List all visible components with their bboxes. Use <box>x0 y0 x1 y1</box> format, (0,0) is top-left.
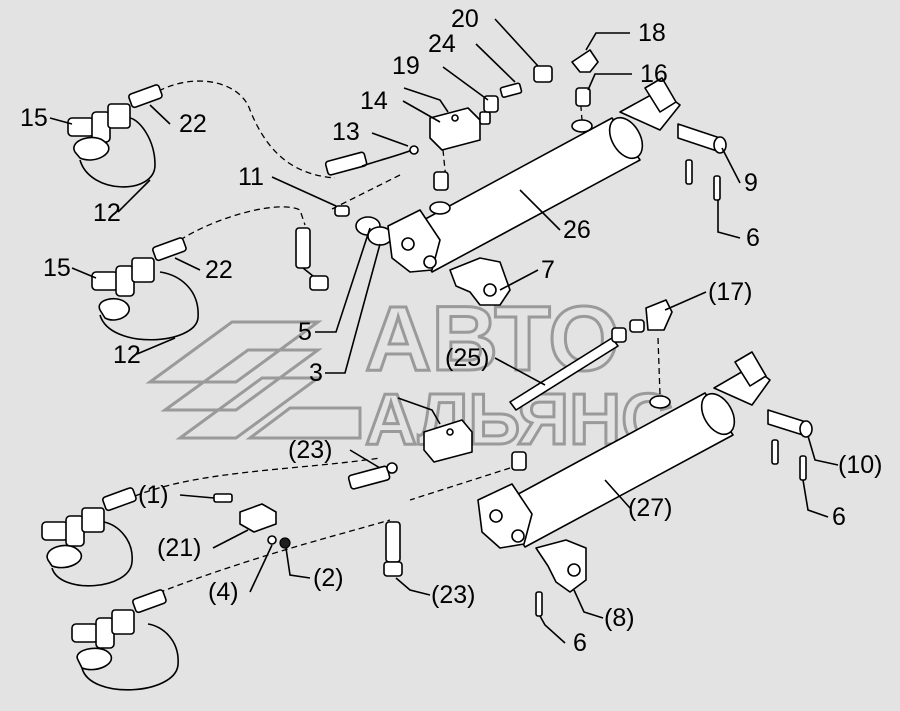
tube-25 <box>509 319 645 411</box>
callout-22-upper: 22 <box>179 110 207 138</box>
callout-25: (25) <box>445 344 489 372</box>
callout-12-upper: 12 <box>93 199 121 227</box>
callout-11: 11 <box>238 163 264 191</box>
cylinder-26 <box>387 77 681 273</box>
split-pins-6-lower <box>771 439 807 481</box>
nut-2 <box>279 537 291 549</box>
valve-block-14 <box>403 87 491 151</box>
callout-2: (2) <box>313 564 344 592</box>
coupler-15-upper <box>67 84 163 188</box>
hose-fitting-23-lower <box>383 521 403 577</box>
callout-15-upper: 15 <box>20 104 48 132</box>
fittings-19-24-20 <box>483 65 553 113</box>
hose-fitting-13 <box>324 145 419 176</box>
valve-block-lower <box>397 397 473 463</box>
callout-17: (17) <box>708 278 752 306</box>
callout-27: (27) <box>628 494 672 522</box>
watermark-emblem <box>145 320 362 440</box>
callout-24: 24 <box>428 30 456 58</box>
callout-23-lower: (23) <box>431 581 475 609</box>
hose-line-cyl2 <box>409 467 511 501</box>
callout-18: 18 <box>638 19 666 47</box>
split-pins-6-upper <box>685 159 721 201</box>
callout-26: 26 <box>563 216 591 244</box>
watermark-logo: АВТО АЛЬЯНС <box>145 287 675 462</box>
callout-7: 7 <box>541 256 555 284</box>
callout-4: (4) <box>208 578 239 606</box>
tee-17 <box>645 299 673 331</box>
callout-15-mid: 15 <box>43 254 71 282</box>
clamp-21 <box>239 503 277 533</box>
callout-22-mid: 22 <box>205 256 233 284</box>
callout-8: (8) <box>604 604 635 632</box>
callout-21: (21) <box>157 534 201 562</box>
elbow-18 <box>571 49 599 73</box>
hose-line-lower <box>134 457 381 497</box>
split-pin-6-bottom <box>535 591 543 617</box>
hose-fitting-5 <box>295 227 329 291</box>
callout-labels: 20 24 18 19 16 14 13 15 22 12 11 9 6 26 … <box>20 5 882 657</box>
fitting-16 <box>575 87 591 107</box>
o-rings-3 <box>355 216 393 246</box>
callout-10: (10) <box>838 451 882 479</box>
leader-lines <box>49 18 839 644</box>
fitting-11 <box>334 205 350 217</box>
callout-13: 13 <box>332 118 360 146</box>
coupler-lower-2 <box>71 589 179 691</box>
callout-19: 19 <box>392 52 420 80</box>
hose-line-bottom <box>139 519 391 601</box>
hose-line-mid <box>179 206 306 241</box>
callout-14: 14 <box>360 87 388 115</box>
bracket-7 <box>449 257 511 306</box>
hose-line-upper <box>149 80 336 179</box>
callout-9: 9 <box>744 169 758 197</box>
callout-20: 20 <box>451 5 479 33</box>
coupler-lower-1 <box>41 487 137 587</box>
bracket-8 <box>535 539 587 593</box>
washer-4 <box>267 535 277 545</box>
pin-9 <box>677 123 727 154</box>
cylinder-27 <box>477 351 771 549</box>
bolt-1 <box>213 493 233 503</box>
callout-6-bottom: 6 <box>573 629 587 657</box>
callout-6-upper: 6 <box>746 224 760 252</box>
pin-10 <box>767 409 813 438</box>
callout-12-mid: 12 <box>113 341 141 369</box>
callout-6-lower: 6 <box>832 503 846 531</box>
callout-1: (1) <box>138 481 169 509</box>
callout-3: 3 <box>309 359 323 387</box>
callout-16: 16 <box>640 60 668 88</box>
callout-5: 5 <box>298 318 312 346</box>
hose-fitting-23-upper <box>347 462 398 490</box>
callout-23-upper: (23) <box>288 436 332 464</box>
coupler-15-mid <box>91 237 199 341</box>
hose-line-mid2 <box>329 174 401 211</box>
